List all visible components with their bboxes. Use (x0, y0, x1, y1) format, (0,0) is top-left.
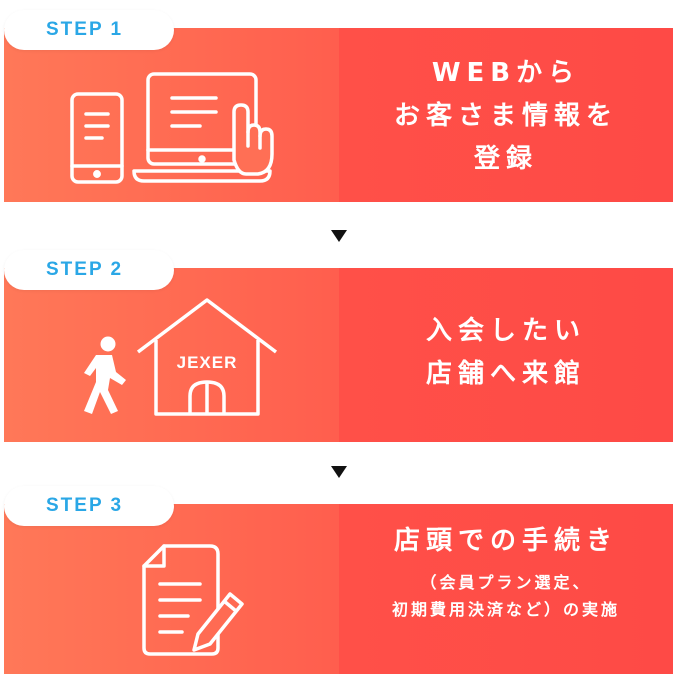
step-1-text-area (339, 28, 673, 202)
step-2-text-area (339, 268, 673, 442)
tablet-icon (70, 92, 124, 184)
pointing-hand-icon (232, 103, 274, 176)
step-2: STEP 2 JEXER 入会したい 店舗へ来館 (0, 248, 674, 458)
step-3-subtitle-line: 初期費用決済など）の実施 (391, 600, 620, 619)
step-3-panel: 店頭での手続き （会員プラン選定、 初期費用決済など）の実施 (4, 504, 673, 674)
step-3-text-area (339, 504, 673, 674)
step-1-title-line: WEBから (431, 58, 581, 88)
down-arrow-icon (331, 230, 347, 242)
step-1-panel: WEBから お客さま情報を 登録 (4, 28, 673, 202)
step-3-badge: STEP 3 (4, 486, 174, 526)
step-1-title: WEBから お客さま情報を 登録 (339, 52, 673, 181)
step-1-badge: STEP 1 (4, 10, 174, 50)
laptop-icon (132, 72, 272, 183)
step-1-title-line: お客さま情報を (393, 101, 618, 131)
house-sign: JEXER (177, 353, 238, 372)
house-icon (136, 298, 278, 416)
step-2-title: 入会したい 店舗へ来館 (339, 310, 673, 396)
step-2-illustration-area: JEXER (4, 268, 339, 442)
step-3: STEP 3 店頭での手続き （会員プラン選定、 (0, 484, 674, 674)
step-3-illustration-area (4, 504, 339, 674)
step-2-label: STEP 2 (46, 259, 124, 280)
step-3-subtitle-line: （会員プラン選定、 (420, 573, 592, 592)
step-2-badge: STEP 2 (4, 250, 174, 290)
step-2-title-line: 店舗へ来館 (425, 359, 586, 389)
document-icon (142, 544, 220, 656)
step-3-label: STEP 3 (46, 495, 124, 516)
step-1-illustration-area (4, 28, 339, 202)
step-2-title-line: 入会したい (425, 316, 586, 346)
pencil-icon (192, 592, 244, 652)
step-3-title-line: 店頭での手続き (393, 526, 618, 556)
step-2-panel: JEXER 入会したい 店舗へ来館 (4, 268, 673, 442)
step-1: STEP 1 (0, 8, 674, 218)
step-1-label: STEP 1 (46, 19, 124, 40)
step-3-title: 店頭での手続き （会員プラン選定、 初期費用決済など）の実施 (339, 520, 673, 623)
walking-person-icon (84, 336, 126, 414)
step-1-title-line: 登録 (473, 144, 538, 174)
down-arrow-icon (331, 466, 347, 478)
